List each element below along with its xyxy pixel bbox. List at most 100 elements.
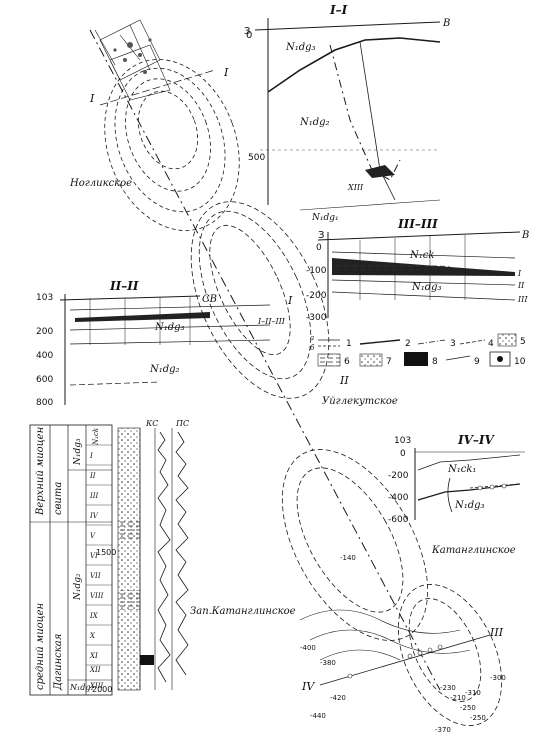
s4-unit-top: N₁ck₁	[447, 464, 476, 475]
legend-3: 3	[450, 339, 456, 349]
s4-title: IV–IV	[457, 433, 496, 447]
profile-I-east-label: I	[223, 66, 229, 79]
legend-9: 9	[474, 357, 480, 367]
col-layer-XIII: XIII	[89, 682, 104, 690]
s3-title: III–III	[397, 217, 438, 231]
nogliki-structure-map: I I Ногликское	[69, 19, 441, 691]
s3-unit-top: N₁ck	[409, 250, 434, 261]
contour-11: -440	[310, 712, 326, 720]
contour-6: -370	[435, 726, 451, 734]
legend-1: 1	[346, 339, 352, 349]
s4-tick-0: 0	[400, 449, 406, 459]
section-II-II: II–II 103 СВ 200 400 600 800 N₁dg₃ N₁dg₂…	[36, 279, 286, 408]
legend-6: 6	[344, 357, 350, 367]
column-unit-dg3: N₁dg₃	[73, 438, 83, 466]
uigleku-structure-map: I II Уйглекутское	[190, 201, 398, 407]
column-depth-2000: 2000	[92, 685, 112, 694]
col-layer-VI: VI	[90, 552, 98, 560]
col-layer-III: III	[89, 492, 99, 500]
s3-tick-3: -300	[306, 313, 327, 323]
col-layer-XII: XII	[89, 666, 101, 674]
col-layer-IV: IV	[89, 512, 99, 520]
contour-1: -140	[340, 554, 356, 562]
s1-depth500: 500	[248, 153, 265, 163]
s4-tick-103: 103	[394, 436, 411, 446]
s3-tick-1: -100	[306, 266, 327, 276]
s2-tick-400: 400	[36, 351, 53, 361]
s3-east: В	[521, 230, 529, 241]
s1-depth0: 0	[246, 30, 252, 41]
legend-sub-a: а	[310, 334, 314, 342]
column-header-ks: КС	[145, 419, 158, 428]
s1-marker: XIII	[347, 183, 364, 192]
field-label-katangli: Катанглинское	[431, 545, 516, 556]
col-layer-IX: IX	[89, 612, 99, 620]
column-unit-dg2: N₁dg₂	[73, 573, 83, 601]
col-layer-V: V	[90, 532, 96, 540]
s3-layer-I: I	[517, 269, 522, 278]
contour-8: -300	[490, 674, 506, 682]
legend-sub-b: б	[310, 344, 315, 352]
contour-10: -400	[300, 644, 316, 652]
contour-3: -250	[460, 704, 476, 712]
s4-tick-400: -400	[388, 493, 409, 503]
s2-tick-800: 800	[36, 398, 53, 408]
column-svita: свита	[53, 482, 64, 515]
legend-7: 7	[386, 357, 392, 367]
s1-title: I–I	[329, 3, 348, 17]
col-layer-VIII: VIII	[90, 592, 104, 600]
col-layer-XI: XI	[89, 652, 98, 660]
contour-5: -210	[450, 694, 466, 702]
column-stage-mid: средний миоцен	[35, 603, 46, 690]
column-dagin: Дагинская	[53, 634, 64, 691]
s4-tick-600: -600	[388, 515, 409, 525]
s4-unit-bot: N₁dg₃	[454, 500, 485, 511]
s3-layer-II: II	[517, 281, 525, 290]
section-IV-IV: IV–IV 103 0 -200 -400 -600 N₁ck₁ N₁dg₃ К…	[388, 433, 525, 556]
s2-label-right: I–II–III	[257, 317, 286, 326]
s2-tick-200: 200	[36, 327, 53, 337]
s1-unit-top: N₁dg₃	[285, 42, 316, 53]
col-layer-I: I	[89, 452, 93, 460]
s3-unit-bot: N₁dg₃	[411, 282, 442, 293]
s2-west: 103	[36, 293, 53, 303]
legend-4: 4	[488, 339, 494, 349]
contour-12: -380	[320, 659, 336, 667]
legend: 1 2 3 4 5 6 7 8 9 10 а б	[310, 333, 526, 367]
column-unit-ck: N₁ck	[92, 428, 100, 446]
section-III-III: III–III З В 0 -100 -200 -300 N₁ck N₁dg₃ …	[306, 217, 529, 323]
map-label-I: I	[287, 294, 293, 307]
legend-8: 8	[432, 357, 438, 367]
s1-east: В	[442, 18, 450, 29]
katangli-structure-map: III IV Зап.Катанглинское -140 -230 -250 …	[190, 449, 506, 734]
s1-unit-mid: N₁dg₂	[299, 117, 330, 128]
s1-west: З	[244, 26, 250, 37]
map-label-IV: IV	[301, 680, 315, 693]
column-depth-1500: 1500	[96, 548, 116, 557]
legend-2: 2	[405, 339, 411, 349]
column-stage-upper: Верхний миоцен	[35, 427, 46, 516]
s4-tick-200: -200	[388, 471, 409, 481]
stratigraphic-column: Верхний миоцен средний миоцен Дагинская …	[29, 419, 189, 696]
s2-unit-bot: N₁dg₂	[149, 364, 180, 375]
s1-unit-bot: N₁dg₁	[311, 213, 339, 223]
s2-east: СВ	[202, 294, 217, 305]
contour-2: -230	[440, 684, 456, 692]
col-layer-X: X	[89, 632, 96, 640]
field-label-uigleku: Уйглекутское	[322, 396, 398, 407]
col-layer-VII: VII	[90, 572, 101, 580]
map-label-II: II	[339, 374, 349, 387]
contour-7: -310	[465, 689, 481, 697]
column-unit-dg1: N₁dg₁	[69, 683, 94, 692]
s2-title: II–II	[109, 279, 139, 293]
field-label-zap-katangli: Зап.Катанглинское	[190, 606, 296, 617]
legend-10: 10	[514, 357, 526, 367]
column-header-ps: ПС	[175, 419, 189, 428]
s3-tick-2: -200	[306, 291, 327, 301]
contour-9: -420	[330, 694, 346, 702]
s3-west: З	[318, 230, 324, 241]
field-label-nogliki: Ногликское	[69, 178, 132, 189]
s3-layer-III: III	[517, 295, 528, 304]
s2-unit-top: N₁dg₃	[154, 322, 185, 333]
